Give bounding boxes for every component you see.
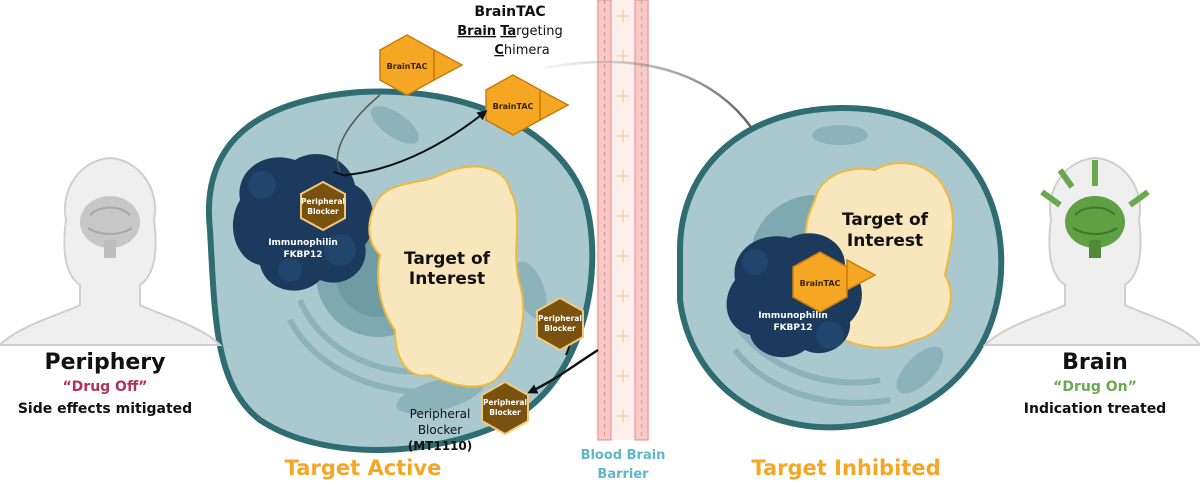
barrier-label-2: Barrier	[597, 467, 649, 482]
target-label-left-1: Target of	[404, 249, 491, 269]
header-ta: Ta	[500, 24, 516, 39]
braintac-molecule-middle: BrainTAC	[485, 74, 570, 136]
brain-head	[982, 156, 1200, 346]
periphery-status: “Drug Off”	[62, 379, 147, 395]
braintac-molecule-top: BrainTAC	[379, 34, 464, 96]
periphery-head	[0, 156, 223, 346]
blocker-outside-lower-label-2: Blocker	[489, 408, 521, 417]
peripheral-blocker-left-cell: Peripheral Blocker	[300, 180, 346, 232]
immunophilin-label-right-1: Immunophilin	[758, 311, 828, 321]
caption-target-active: Target Active	[285, 456, 442, 480]
peripheral-blocker-outside-upper: Peripheral Blocker	[536, 296, 584, 352]
brain-gray-icon	[80, 196, 140, 248]
header-c: C	[494, 43, 504, 58]
braintac-header-title: BrainTAC	[474, 4, 545, 20]
braintac-header-line3: Chimera	[494, 43, 549, 58]
header-brain: Brain	[457, 24, 496, 39]
blocker-caption-3: (MT1110)	[408, 439, 473, 453]
target-label-right-2: Interest	[847, 231, 923, 251]
blocker-outside-upper-label-2: Blocker	[544, 324, 576, 333]
braintac-label-top: BrainTAC	[387, 62, 428, 71]
blood-brain-barrier	[596, 0, 650, 441]
brain-title: Brain	[1062, 350, 1128, 375]
immunophilin-label-left-1: Immunophilin	[268, 238, 338, 248]
immunophilin-label-right-2: FKBP12	[773, 323, 812, 333]
glow-rays	[1040, 160, 1150, 208]
caption-target-inhibited: Target Inhibited	[751, 456, 940, 480]
blocker-caption: Peripheral Blocker (MT1110)	[408, 407, 473, 453]
target-label-left-2: Interest	[409, 269, 485, 289]
peripheral-blocker-outside-lower: Peripheral Blocker	[481, 380, 529, 436]
barrier-label-1: Blood Brain	[581, 448, 666, 463]
brain-status: “Drug On”	[1053, 379, 1137, 395]
braintac-label-bound: BrainTAC	[800, 279, 841, 288]
blocker-caption-1: Peripheral	[410, 407, 471, 421]
header-himera: himera	[504, 43, 550, 58]
immunophilin-fkbp12-left: Immunophilin FKBP12	[232, 154, 374, 291]
periphery-note: Side effects mitigated	[18, 401, 192, 417]
target-protein-left: Target of Interest	[368, 165, 525, 388]
braintac-label-middle: BrainTAC	[493, 102, 534, 111]
periphery-title: Periphery	[45, 350, 166, 375]
blocker-label-1: Peripheral	[301, 197, 345, 206]
header-rgeting: rgeting	[516, 24, 563, 39]
braintac-molecule-bound: BrainTAC	[792, 251, 877, 313]
braintac-header-line2: Brain Targeting	[457, 24, 563, 39]
target-label-right-1: Target of	[842, 210, 929, 230]
immunophilin-label-left-2: FKBP12	[283, 250, 322, 260]
brain-note: Indication treated	[1024, 401, 1166, 417]
braintac-header: BrainTAC Brain Targeting Chimera	[457, 4, 563, 58]
blocker-outside-upper-label-1: Peripheral	[538, 314, 582, 323]
brain-labels: Brain “Drug On” Indication treated	[1024, 350, 1166, 417]
brain-green-icon	[1065, 196, 1125, 248]
blocker-label-2: Blocker	[307, 207, 339, 216]
blocker-caption-2: Blocker	[418, 423, 462, 437]
blocker-outside-lower-label-1: Peripheral	[483, 398, 527, 407]
periphery-labels: Periphery “Drug Off” Side effects mitiga…	[18, 350, 192, 417]
